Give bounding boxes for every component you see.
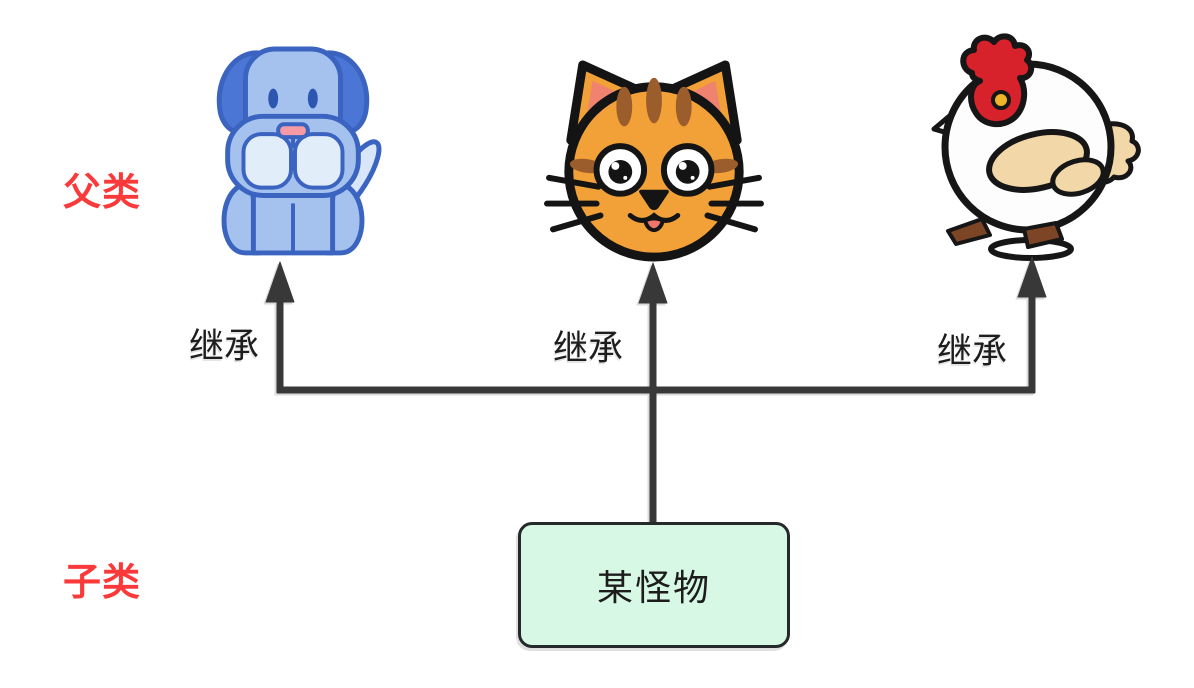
inherit-label-dog: 继承 [189, 327, 260, 366]
child-class-name: 某怪物 [596, 567, 711, 608]
rooster-icon [931, 33, 1141, 261]
inherit-label-rooster: 继承 [937, 332, 1008, 371]
child-class-box: 某怪物 [518, 522, 790, 648]
dog-icon [216, 46, 382, 256]
cat-icon [544, 60, 764, 262]
parent-class-label: 父类 [63, 172, 142, 214]
child-class-label: 子类 [63, 562, 142, 604]
inherit-label-cat: 继承 [553, 329, 624, 368]
